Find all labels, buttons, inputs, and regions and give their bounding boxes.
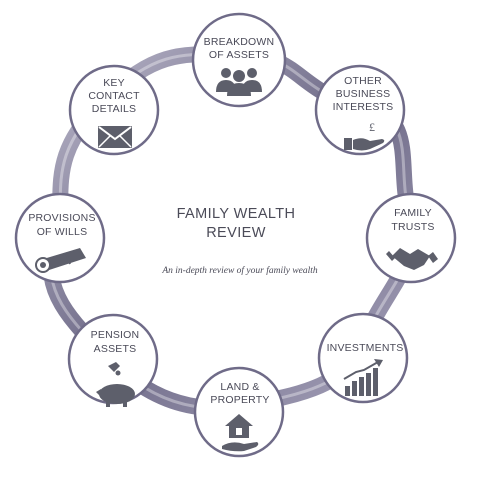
growth-chart-icon	[343, 359, 383, 396]
node-label-line: OF WILLS	[37, 226, 88, 238]
node-label-line: ASSETS	[94, 343, 137, 355]
node-label-line: CONTACT	[88, 90, 140, 102]
node-label-line: OTHER	[344, 75, 382, 87]
node-family-trusts[interactable]: FAMILY TRUSTS	[365, 192, 457, 284]
piggy-bank-icon	[96, 362, 135, 407]
node-label-line: BREAKDOWN	[204, 36, 275, 48]
node-land-and-property[interactable]: LAND & PROPERTY	[193, 366, 285, 458]
node-label-line: KEY	[103, 77, 125, 89]
node-label-line: DETAILS	[92, 103, 136, 115]
node-label-line: FAMILY	[394, 207, 432, 219]
node-label-line: PROPERTY	[210, 394, 269, 406]
node-label-line: LAND &	[220, 381, 259, 393]
node-label-line: OF ASSETS	[209, 49, 269, 61]
node-pension-assets[interactable]: PENSION ASSETS	[67, 313, 159, 407]
node-other-business-interests[interactable]: OTHER BUSINESS INTERESTS £	[314, 64, 406, 156]
node-label-line: INTERESTS	[333, 101, 394, 113]
node-key-contact-details[interactable]: KEY CONTACT DETAILS	[68, 64, 160, 156]
scroll-icon	[35, 248, 86, 273]
envelope-icon	[98, 126, 132, 148]
house-hand-icon	[222, 414, 259, 452]
node-label-line: INVESTMENTS	[327, 342, 404, 354]
people-group-icon	[216, 68, 262, 96]
center-subtitle: An in-depth review of your family wealth	[161, 265, 318, 276]
node-label-line: PENSION	[91, 329, 140, 341]
handshake-icon	[386, 248, 438, 270]
center-title-line2: REVIEW	[206, 225, 266, 241]
hand-pound-icon: £	[344, 120, 385, 151]
node-breakdown-of-assets[interactable]: BREAKDOWN OF ASSETS	[191, 12, 287, 108]
node-label-line: PROVISIONS	[28, 212, 95, 224]
svg-text:£: £	[369, 120, 375, 134]
node-provisions-of-wills[interactable]: PROVISIONS OF WILLS	[14, 192, 106, 284]
node-label-line: BUSINESS	[336, 88, 391, 100]
node-investments[interactable]: INVESTMENTS	[317, 312, 409, 404]
node-label-line: TRUSTS	[391, 221, 434, 233]
center-title-line1: FAMILY WEALTH	[177, 206, 296, 222]
